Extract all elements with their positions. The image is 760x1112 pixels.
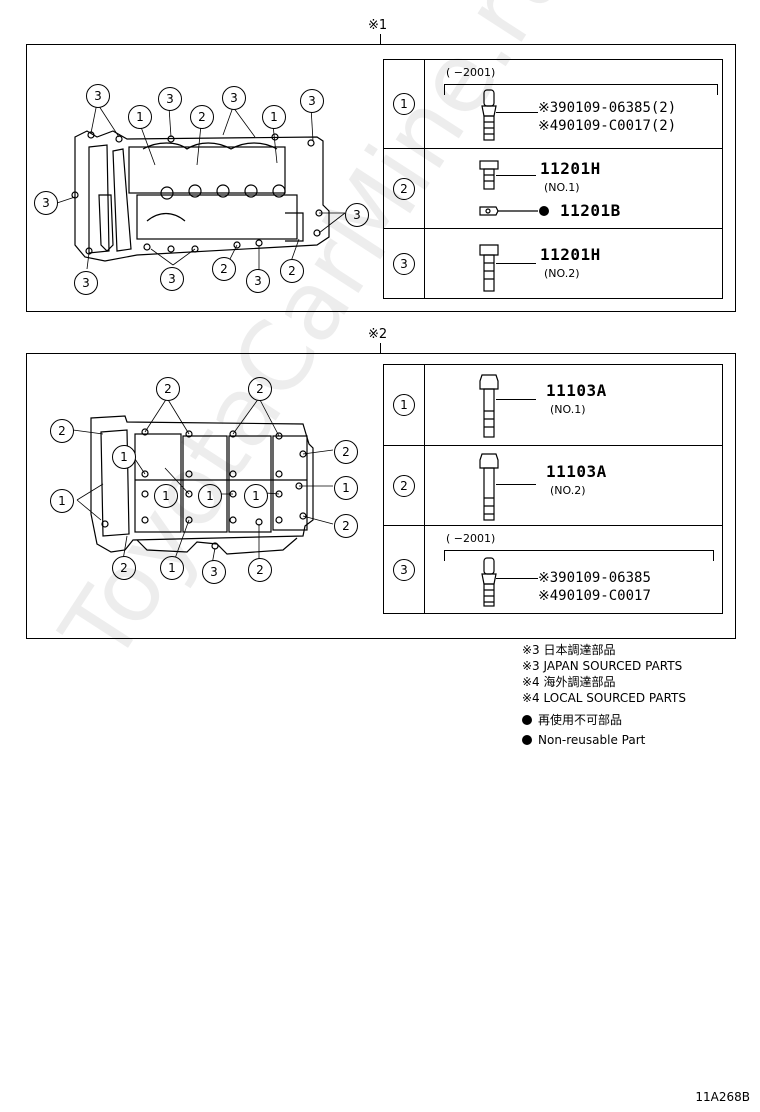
callout-1: 3 (86, 84, 110, 108)
callout-7: 1 (198, 484, 222, 508)
callout-15: 2 (248, 558, 272, 582)
table1-row-2: 2 11201H (NO.1) 11201B (384, 148, 722, 229)
callout-2: 2 (248, 377, 272, 401)
callout-6: 2 (190, 105, 214, 129)
part-number-2: 11201B (560, 201, 621, 220)
callout-12: 2 (112, 556, 136, 580)
date-range: ( −2001) (446, 66, 496, 79)
legend-japan-en: ※3 JAPAN SOURCED PARTS (522, 659, 683, 673)
row-number: 2 (393, 178, 415, 200)
bolt-icon (479, 374, 499, 438)
legend-nonreusable-en: Non-reusable Part (522, 732, 686, 748)
callout-9: 2 (334, 440, 358, 464)
row-number: 2 (393, 475, 415, 497)
callout-8: 1 (244, 484, 268, 508)
part-number: 11201H (540, 159, 601, 178)
row-number: 3 (393, 253, 415, 275)
section-2-table: 1 11103A (NO.1) 2 11103A (NO.2) 3 ( −200… (383, 364, 723, 614)
callout-14: 3 (202, 560, 226, 584)
callout-11: 3 (160, 267, 184, 291)
callout-2: 3 (158, 87, 182, 111)
section-1-tick (380, 34, 381, 44)
date-range: ( −2001) (446, 532, 496, 545)
callout-1: 2 (156, 377, 180, 401)
part-number-japan: ※390109-06385(2) (538, 100, 677, 116)
callout-11: 2 (334, 514, 358, 538)
part-number-local: ※490109-C0017 (538, 588, 651, 604)
part-number: 11103A (546, 381, 607, 400)
bolt-icon (479, 160, 499, 190)
callout-4: 3 (300, 89, 324, 113)
date-bracket (444, 84, 718, 95)
part-sub-label: (NO.2) (544, 267, 580, 280)
table2-row-3: 3 ( −2001) ※390109-06385 ※490109-C0017 (384, 525, 722, 614)
callout-3: 3 (222, 86, 246, 110)
row-number: 1 (393, 93, 415, 115)
callout-14: 3 (345, 203, 369, 227)
nonreusable-dot-icon (522, 735, 532, 745)
section-1-panel: 3 3 3 3 1 2 1 3 3 2 3 2 3 3 1 ( −2001) ※… (26, 44, 736, 312)
bolt-long-icon (479, 453, 499, 521)
callout-3: 2 (50, 419, 74, 443)
legend-japan-jp: ※3 日本調達部品 (522, 643, 616, 657)
callout-10: 2 (212, 257, 236, 281)
table2-row-1: 1 11103A (NO.1) (384, 365, 722, 445)
part-number-japan: ※390109-06385 (538, 570, 651, 586)
part-number-local: ※490109-C0017(2) (538, 118, 677, 134)
legend-local-jp: ※4 海外調達部品 (522, 675, 616, 689)
callout-10: 1 (334, 476, 358, 500)
callout-7: 1 (262, 105, 286, 129)
callout-8: 3 (34, 191, 58, 215)
nonreusable-dot-icon (522, 715, 532, 725)
legend-local-en: ※4 LOCAL SOURCED PARTS (522, 691, 686, 705)
section-1-table: 1 ( −2001) ※390109-06385(2) ※490109-C001… (383, 59, 723, 299)
stud-bolt-icon (481, 89, 497, 141)
part-sub-label: (NO.1) (544, 181, 580, 194)
part-sub-label: (NO.2) (550, 484, 586, 497)
callout-5: 1 (50, 489, 74, 513)
cylinder-head-upper-diagram (56, 102, 346, 271)
diagram-code: 11A268B (695, 1090, 750, 1104)
section-2-mark: ※2 (368, 327, 388, 342)
date-bracket (444, 550, 714, 561)
callout-12: 2 (280, 259, 304, 283)
section-2-tick (380, 343, 381, 353)
callout-9: 3 (74, 271, 98, 295)
callout-4: 1 (112, 445, 136, 469)
callout-13: 1 (160, 556, 184, 580)
legend-nonreusable-jp: 再使用不可部品 (522, 712, 686, 728)
part-sub-label: (NO.1) (550, 403, 586, 416)
table2-row-2: 2 11103A (NO.2) (384, 445, 722, 526)
part-number: 11201H (540, 245, 601, 264)
callout-5: 1 (128, 105, 152, 129)
section-1-mark: ※1 (368, 18, 388, 33)
section-2-panel: 2 2 2 1 1 1 1 1 2 1 2 2 1 3 2 1 11103A (… (26, 353, 736, 639)
row-number: 3 (393, 559, 415, 581)
table1-row-3: 3 11201H (NO.2) (384, 228, 722, 299)
part-number: 11103A (546, 462, 607, 481)
bolt-long-icon (479, 244, 499, 292)
table1-row-1: 1 ( −2001) ※390109-06385(2) ※490109-C001… (384, 60, 722, 148)
washer-icon (479, 206, 549, 216)
legend: ※3 日本調達部品 ※3 JAPAN SOURCED PARTS ※4 海外調達… (522, 642, 686, 748)
row-number: 1 (393, 394, 415, 416)
callout-6: 1 (154, 484, 178, 508)
callout-13: 3 (246, 269, 270, 293)
stud-bolt-icon (481, 557, 497, 607)
